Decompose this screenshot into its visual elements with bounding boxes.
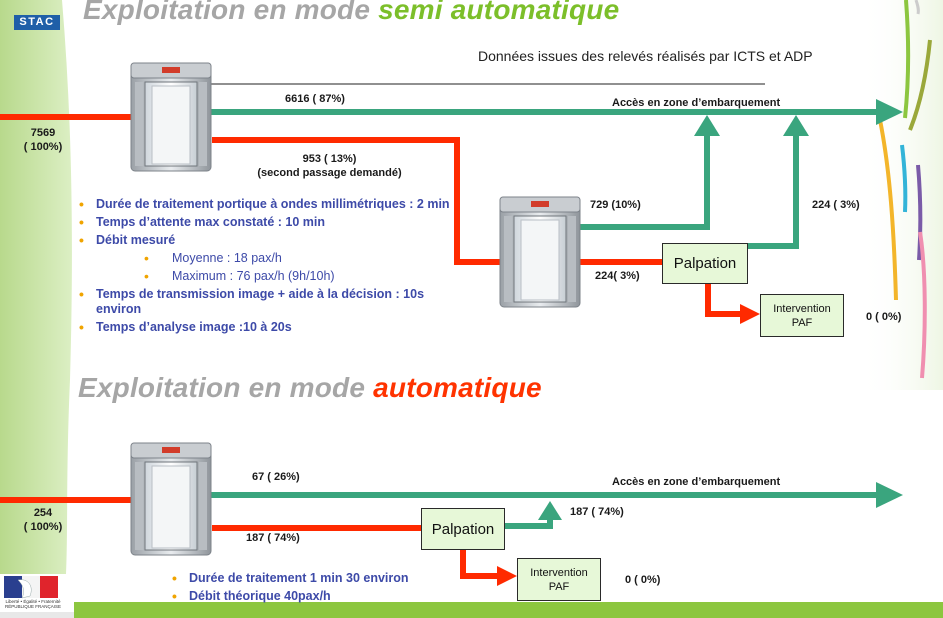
title-auto-highlight: automatique bbox=[373, 372, 542, 403]
auto-input-value: 254 bbox=[33, 507, 53, 519]
auto-direct-pass-label: 67 ( 26%) bbox=[252, 471, 300, 483]
bottom-bar-left bbox=[0, 612, 74, 618]
auto-red-arrowhead bbox=[497, 566, 517, 586]
semi-up-arrowhead-1 bbox=[694, 115, 720, 136]
auto-up-arrowhead bbox=[538, 501, 562, 520]
semi-direct-pass-label: 6616 ( 87%) bbox=[285, 93, 345, 105]
republique-francaise-text: Liberté • Égalité • Fraternité RÉPUBLIQU… bbox=[4, 599, 61, 609]
semi-palpation-pass-label: 224 ( 3%) bbox=[812, 199, 860, 211]
auto-input-pct: ( 100%) bbox=[23, 521, 63, 533]
title-automatique: Exploitation en mode automatique bbox=[78, 372, 542, 404]
portal-scanner-icon bbox=[130, 442, 212, 556]
semi-up-arrowhead-2 bbox=[783, 115, 809, 136]
auto-destination-label: Accès en zone d’embarquement bbox=[612, 476, 781, 488]
bottom-bar bbox=[74, 602, 943, 618]
deco-stroke-pink bbox=[918, 231, 927, 379]
semi-bullet-4: Temps de transmission image + aide à la … bbox=[79, 287, 456, 317]
deco-stroke-grey bbox=[914, 0, 920, 15]
portal-scanner-icon bbox=[130, 62, 212, 172]
auto-palpation-pass-label: 187 ( 74%) bbox=[570, 506, 624, 518]
semi-subbullet-1: Moyenne : 18 pax/h bbox=[96, 251, 456, 266]
semi-to-palpation-label: 224( 3%) bbox=[595, 270, 640, 282]
semi-second-pass-label: 953 ( 13%) (second passage demandé) bbox=[252, 152, 407, 180]
semi-input-value: 7569 bbox=[30, 127, 56, 139]
semi-intervention-box: Intervention PAF bbox=[760, 294, 844, 337]
semi-bullet-5: Temps d’analyse image :10 à 20s bbox=[79, 320, 456, 335]
auto-intervention-line2: PAF bbox=[548, 580, 570, 593]
title-semi-prefix: Exploitation en mode bbox=[83, 0, 379, 25]
semi-second-portal-pass-label: 729 (10%) bbox=[590, 199, 641, 211]
semi-input-label: 7569 ( 100%) bbox=[18, 126, 68, 154]
semi-second-pass-value: 953 ( 13%) bbox=[302, 153, 357, 165]
semi-palpation-box: Palpation bbox=[662, 243, 748, 284]
semi-destination-label: Accès en zone d’embarquement bbox=[612, 97, 781, 109]
semi-intervention-line2: PAF bbox=[791, 316, 813, 329]
auto-to-palpation-label: 187 ( 74%) bbox=[246, 532, 300, 544]
auto-bullet-list: Durée de traitement 1 min 30 environ Déb… bbox=[172, 571, 489, 607]
auto-input-label: 254 ( 100%) bbox=[18, 506, 68, 534]
deco-stroke-green bbox=[903, 0, 911, 119]
title-semi-highlight: semi automatique bbox=[378, 0, 620, 25]
auto-intervention-box: Intervention PAF bbox=[517, 558, 601, 601]
auto-intervention-line1: Intervention bbox=[530, 566, 588, 579]
stac-logo: STAC bbox=[14, 15, 60, 30]
semi-flows bbox=[0, 99, 903, 324]
left-green-band bbox=[0, 0, 72, 574]
deco-stroke-olive bbox=[908, 39, 932, 131]
source-note: Données issues des relevés réalisés par … bbox=[478, 48, 813, 64]
semi-bullet-2: Temps d’attente max constaté : 10 min bbox=[79, 215, 456, 230]
right-fade bbox=[860, 0, 943, 390]
semi-bullet-list: Durée de traitement portique à ondes mil… bbox=[79, 197, 456, 338]
auto-bullet-2: Débit théorique 40pax/h bbox=[172, 589, 489, 604]
deco-stroke-purple bbox=[916, 164, 923, 261]
portal-scanner-icon bbox=[499, 196, 581, 308]
semi-main-arrowhead bbox=[876, 99, 903, 125]
semi-intervention-line1: Intervention bbox=[773, 302, 831, 315]
semi-bullet-1: Durée de traitement portique à ondes mil… bbox=[79, 197, 456, 212]
auto-intervention-count-label: 0 ( 0%) bbox=[625, 574, 661, 586]
semi-input-pct: ( 100%) bbox=[23, 141, 63, 153]
auto-palpation-box: Palpation bbox=[421, 508, 505, 550]
deco-stroke-orange bbox=[878, 119, 898, 301]
semi-bullet-3: Débit mesuré bbox=[79, 233, 456, 248]
semi-subbullet-2: Maximum : 76 pax/h (9h/10h) bbox=[96, 269, 456, 284]
semi-second-pass-note: (second passage demandé) bbox=[257, 167, 402, 179]
title-semi-automatique: Exploitation en mode semi automatique bbox=[83, 0, 619, 26]
semi-red-arrowhead bbox=[740, 304, 760, 324]
auto-main-arrowhead bbox=[876, 482, 903, 508]
deco-stroke-cyan bbox=[900, 144, 908, 213]
title-auto-prefix: Exploitation en mode bbox=[78, 372, 374, 403]
auto-flows bbox=[0, 482, 903, 586]
marianne-logo-icon bbox=[4, 576, 58, 599]
auto-bullet-1: Durée de traitement 1 min 30 environ bbox=[172, 571, 489, 586]
semi-intervention-count-label: 0 ( 0%) bbox=[866, 311, 902, 323]
